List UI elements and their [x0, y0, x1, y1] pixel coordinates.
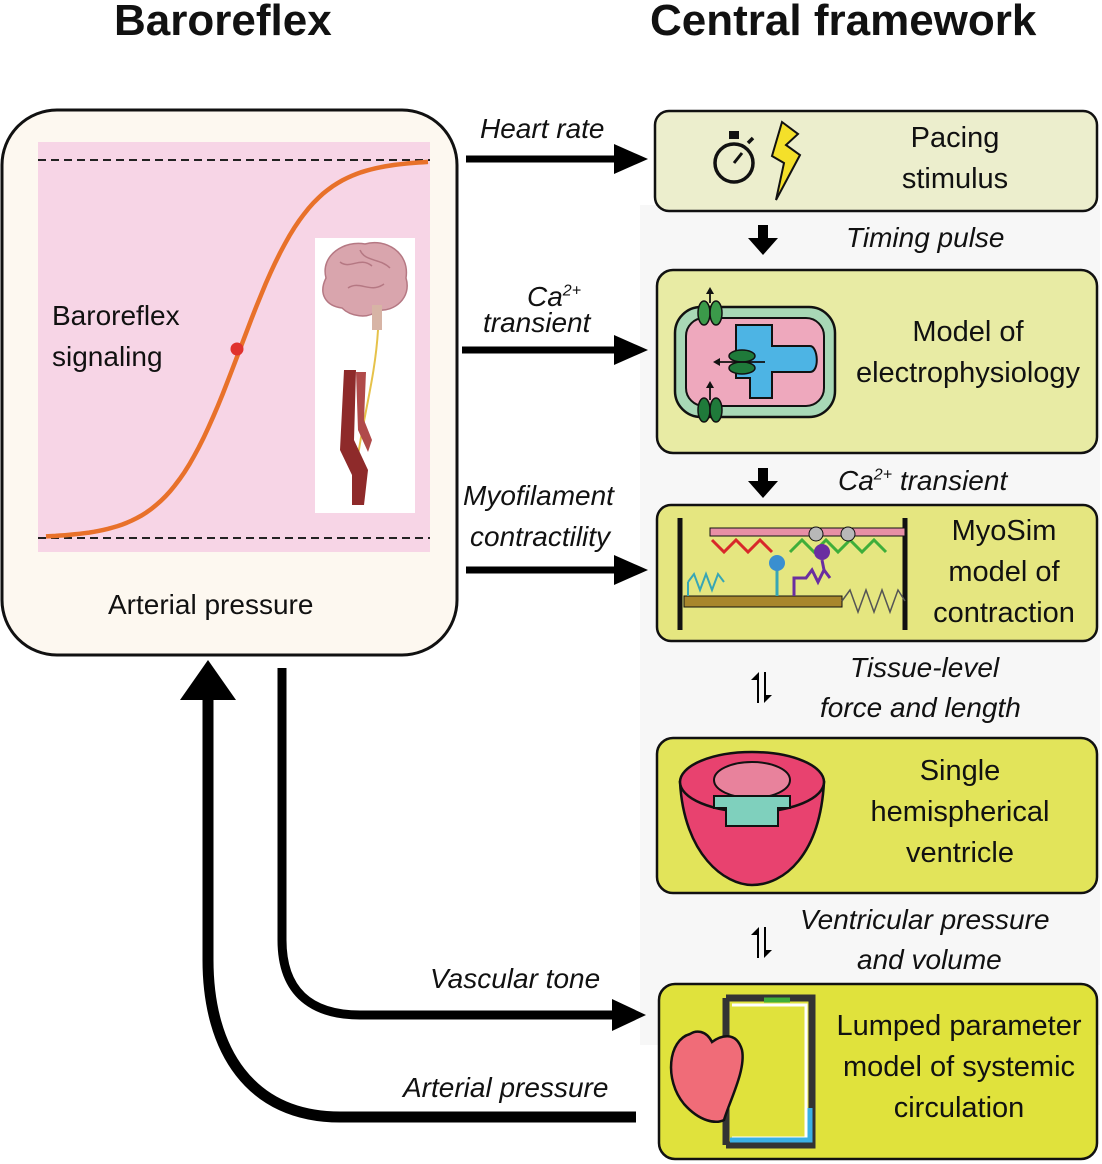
label-ventricular-line1: Ventricular pressure	[800, 904, 1050, 935]
arterial-pressure-axis-label: Arterial pressure	[108, 589, 314, 620]
label-transient: transient	[483, 307, 591, 338]
lightning-icon	[770, 120, 802, 201]
operating-point	[230, 342, 244, 356]
baroreflex-signaling-line1: Baroreflex	[52, 300, 180, 331]
label-vascular-tone: Vascular tone	[430, 963, 601, 994]
heading-baroreflex: Baroreflex	[114, 0, 332, 45]
arrow-bidirectional-ventricular	[751, 927, 772, 958]
arrow-down-timing	[748, 225, 778, 255]
heading-central-framework: Central framework	[650, 0, 1037, 45]
box-pacing-stimulus	[653, 109, 1099, 213]
arrow-arterial-pressure-feedback	[180, 660, 636, 1123]
arrow-bidirectional-tissue	[751, 672, 772, 703]
label-heart-rate: Heart rate	[480, 113, 605, 144]
label-tissue-line2: force and length	[820, 692, 1021, 723]
arrow-heart-rate	[466, 144, 648, 174]
arrow-down-ca	[748, 468, 778, 498]
label-myofilament-line2: contractility	[470, 521, 611, 552]
label-myofilament-line1: Myofilament	[463, 480, 614, 511]
label-tissue-line1: Tissue-level	[850, 652, 1000, 683]
stopwatch-icon	[713, 131, 755, 184]
baroreflex-signaling-line2: signaling	[52, 341, 163, 372]
label-arterial-pressure: Arterial pressure	[403, 1072, 609, 1103]
arrow-myofilament	[466, 555, 648, 585]
sarcomere-icon	[677, 518, 908, 630]
label-timing-pulse: Timing pulse	[846, 222, 1005, 253]
box-circulation	[657, 982, 1099, 1161]
brain-icon	[315, 238, 415, 513]
cell-icon	[673, 287, 837, 423]
label-ca-transient-stack: Ca2+ transient	[838, 465, 1008, 496]
label-ca: Ca2+	[527, 281, 582, 312]
ventricle-icon	[678, 750, 826, 887]
circulation-icon	[669, 994, 816, 1149]
label-ventricular-line2: and volume	[857, 944, 1002, 975]
baroreflex-sigmoid-curve	[45, 159, 429, 539]
arrow-ca-transient	[462, 335, 648, 365]
arrow-vascular-tone	[277, 668, 646, 1031]
